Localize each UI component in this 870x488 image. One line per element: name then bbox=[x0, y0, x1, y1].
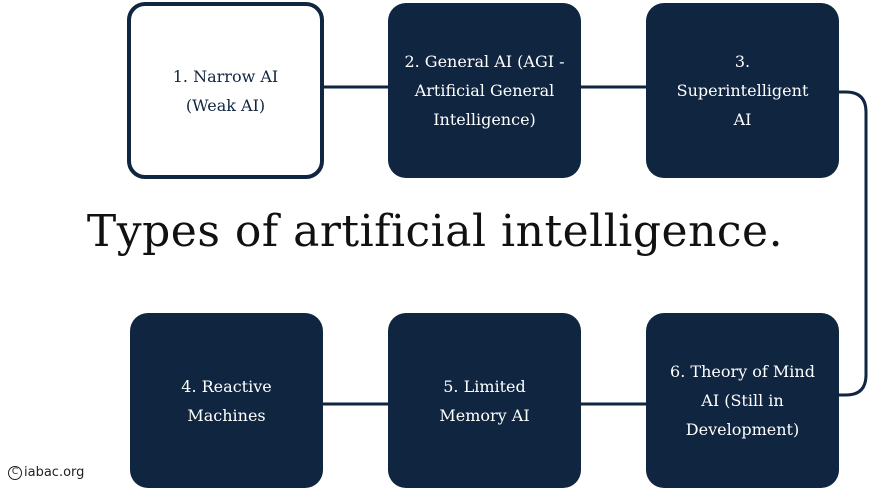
connector-3-6 bbox=[839, 90, 868, 397]
copyright-icon: C bbox=[8, 465, 22, 480]
credit: C iabac.org bbox=[8, 465, 84, 480]
box-general-ai: 2. General AI (AGI - Artificial General … bbox=[388, 3, 581, 178]
box-reactive-machines: 4. Reactive Machines bbox=[130, 313, 323, 488]
box-narrow-ai: 1. Narrow AI (Weak AI) bbox=[127, 2, 324, 179]
box-limited-memory-ai: 5. Limited Memory AI bbox=[388, 313, 581, 488]
box-theory-of-mind-ai: 6. Theory of Mind AI (Still in Developme… bbox=[646, 313, 839, 488]
diagram-title: Types of artificial intelligence. bbox=[86, 206, 784, 257]
credit-text: iabac.org bbox=[24, 465, 85, 480]
box-superintelligent-ai: 3. Superintelligent AI bbox=[646, 3, 839, 178]
